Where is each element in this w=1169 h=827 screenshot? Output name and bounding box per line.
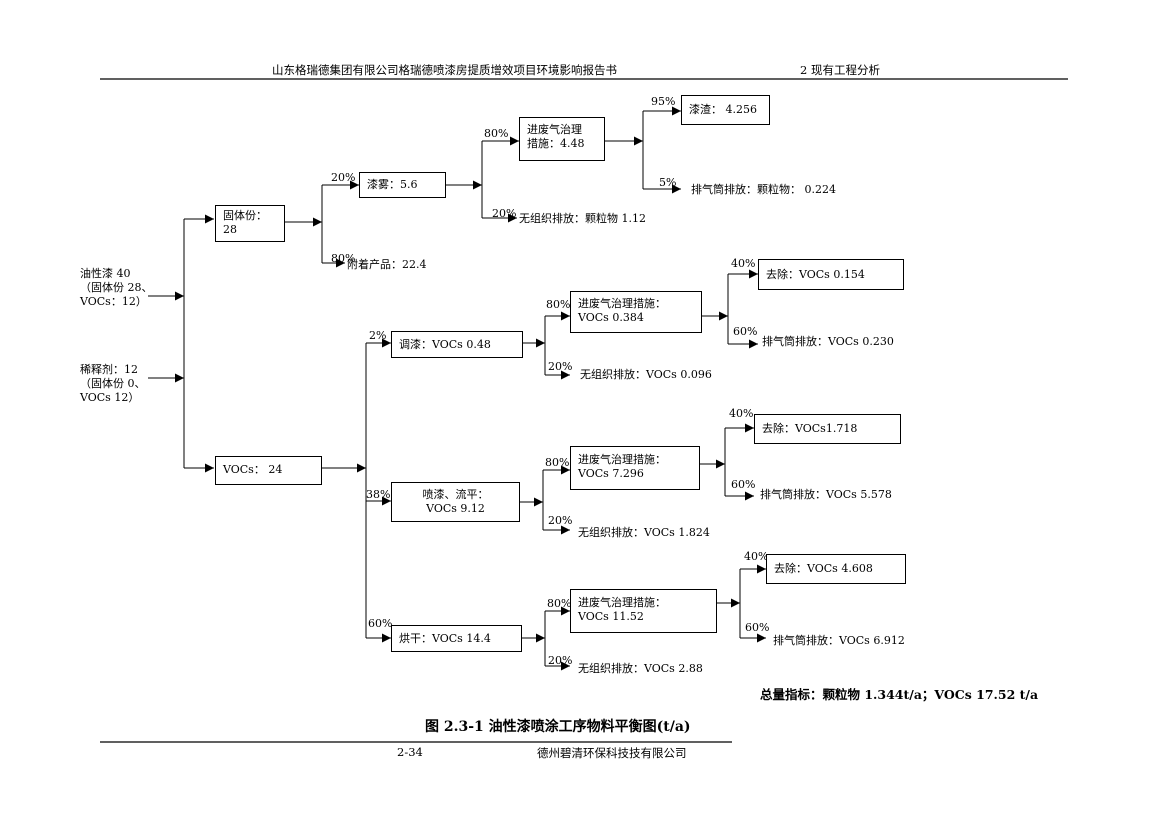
node-dry-stack: 排气筒排放：VOCs 6.912 bbox=[773, 634, 905, 647]
pct-dry-stack: 60% bbox=[745, 621, 770, 634]
pct-dry: 60% bbox=[368, 617, 393, 630]
node-tune-remove: 去除：VOCs 0.154 bbox=[758, 259, 904, 290]
node-spray-treat: 进废气治理措施： VOCs 7.296 bbox=[570, 446, 700, 490]
node-mist: 漆雾：5.6 bbox=[359, 172, 446, 198]
node-dry-fugitive: 无组织排放：VOCs 2.88 bbox=[578, 662, 703, 675]
node-mist-treat-line2: 措施：4.48 bbox=[527, 137, 585, 150]
pct-tune-treat: 80% bbox=[546, 298, 571, 311]
input-oil-paint-line3: VOCs：12） bbox=[80, 295, 147, 308]
node-dry-treat-line2: VOCs 11.52 bbox=[578, 610, 644, 623]
input-thinner-line3: VOCs 12） bbox=[80, 391, 140, 404]
node-tune-fugitive: 无组织排放：VOCs 0.096 bbox=[580, 368, 712, 381]
node-slag: 漆渣： 4.256 bbox=[681, 95, 770, 125]
node-dry-remove: 去除：VOCs 4.608 bbox=[766, 554, 906, 584]
pct-spray-stack: 60% bbox=[731, 478, 756, 491]
pct-mist-fugitive: 20% bbox=[492, 207, 517, 220]
node-tune-treat-line2: VOCs 0.384 bbox=[578, 311, 644, 324]
input-oil-paint-line2: （固体份 28、 bbox=[80, 281, 153, 294]
pct-slag: 95% bbox=[651, 95, 676, 108]
node-dry: 烘干：VOCs 14.4 bbox=[391, 625, 522, 652]
node-dry-treat-line1: 进废气治理措施： bbox=[578, 596, 666, 609]
footer-company: 德州碧清环保科技技有限公司 bbox=[537, 746, 687, 760]
node-spray-stack: 排气筒排放：VOCs 5.578 bbox=[760, 488, 892, 501]
node-spray-treat-line2: VOCs 7.296 bbox=[578, 467, 644, 480]
figure-caption: 图 2.3-1 油性漆喷涂工序物料平衡图(t/a) bbox=[425, 719, 691, 735]
node-spray-fugitive: 无组织排放：VOCs 1.824 bbox=[578, 526, 710, 539]
total-indicator: 总量指标：颗粒物 1.344t/a；VOCs 17.52 t/a bbox=[760, 687, 1039, 702]
pct-tune-remove: 40% bbox=[731, 257, 756, 270]
node-tune-treat: 进废气治理措施： VOCs 0.384 bbox=[570, 291, 702, 333]
node-spray-line1: 喷漆、流平： bbox=[422, 488, 489, 501]
input-thinner-line1: 稀释剂：12 bbox=[80, 363, 138, 376]
pct-dry-remove: 40% bbox=[744, 550, 769, 563]
node-spray-treat-line1: 进废气治理措施： bbox=[578, 453, 666, 466]
pct-tune-stack: 60% bbox=[733, 325, 758, 338]
node-spray-line2: VOCs 9.12 bbox=[426, 502, 485, 515]
pct-dry-fugitive: 20% bbox=[548, 654, 573, 667]
pct-mist-stack: 5% bbox=[659, 176, 677, 189]
input-oil-paint-line1: 油性漆 40 bbox=[80, 267, 131, 280]
node-attached: 附着产品：22.4 bbox=[347, 258, 427, 271]
node-dry-treat: 进废气治理措施： VOCs 11.52 bbox=[570, 589, 717, 633]
pct-solid-attached: 80% bbox=[331, 252, 356, 265]
pct-solid-mist: 20% bbox=[331, 171, 356, 184]
node-tune: 调漆：VOCs 0.48 bbox=[391, 331, 523, 358]
node-mist-treat: 进废气治理 措施：4.48 bbox=[519, 117, 605, 161]
footer-page: 2-34 bbox=[397, 745, 423, 759]
node-spray-remove: 去除：VOCs1.718 bbox=[754, 414, 901, 444]
input-oil-paint: 油性漆 40 （固体份 28、 VOCs：12） bbox=[80, 267, 153, 309]
node-solid-value: 28 bbox=[223, 223, 237, 236]
pct-spray-remove: 40% bbox=[729, 407, 754, 420]
node-solid-label: 固体份： bbox=[223, 209, 267, 222]
header-section: 2 现有工程分析 bbox=[800, 63, 880, 77]
pct-dry-treat: 80% bbox=[547, 597, 572, 610]
pct-mist-treat: 80% bbox=[484, 127, 509, 140]
node-vocs-total: VOCs： 24 bbox=[215, 456, 322, 485]
pct-spray: 38% bbox=[366, 488, 391, 501]
node-solid: 固体份： 28 bbox=[215, 205, 285, 242]
node-mist-treat-line1: 进废气治理 bbox=[527, 123, 582, 136]
pct-spray-fugitive: 20% bbox=[548, 514, 573, 527]
node-tune-stack: 排气筒排放：VOCs 0.230 bbox=[762, 335, 894, 348]
pct-tune: 2% bbox=[369, 329, 387, 342]
pct-spray-treat: 80% bbox=[545, 456, 570, 469]
input-thinner: 稀释剂：12 （固体份 0、 VOCs 12） bbox=[80, 363, 146, 405]
input-thinner-line2: （固体份 0、 bbox=[80, 377, 146, 390]
node-spray: 喷漆、流平： VOCs 9.12 bbox=[391, 482, 520, 522]
node-tune-treat-line1: 进废气治理措施： bbox=[578, 297, 666, 310]
pct-tune-fugitive: 20% bbox=[548, 360, 573, 373]
header-doc-title: 山东格瑞德集团有限公司格瑞德喷漆房提质增效项目环境影响报告书 bbox=[272, 63, 617, 77]
node-mist-stack: 排气筒排放：颗粒物： 0.224 bbox=[691, 183, 836, 196]
node-mist-fugitive: 无组织排放：颗粒物 1.12 bbox=[519, 212, 646, 225]
